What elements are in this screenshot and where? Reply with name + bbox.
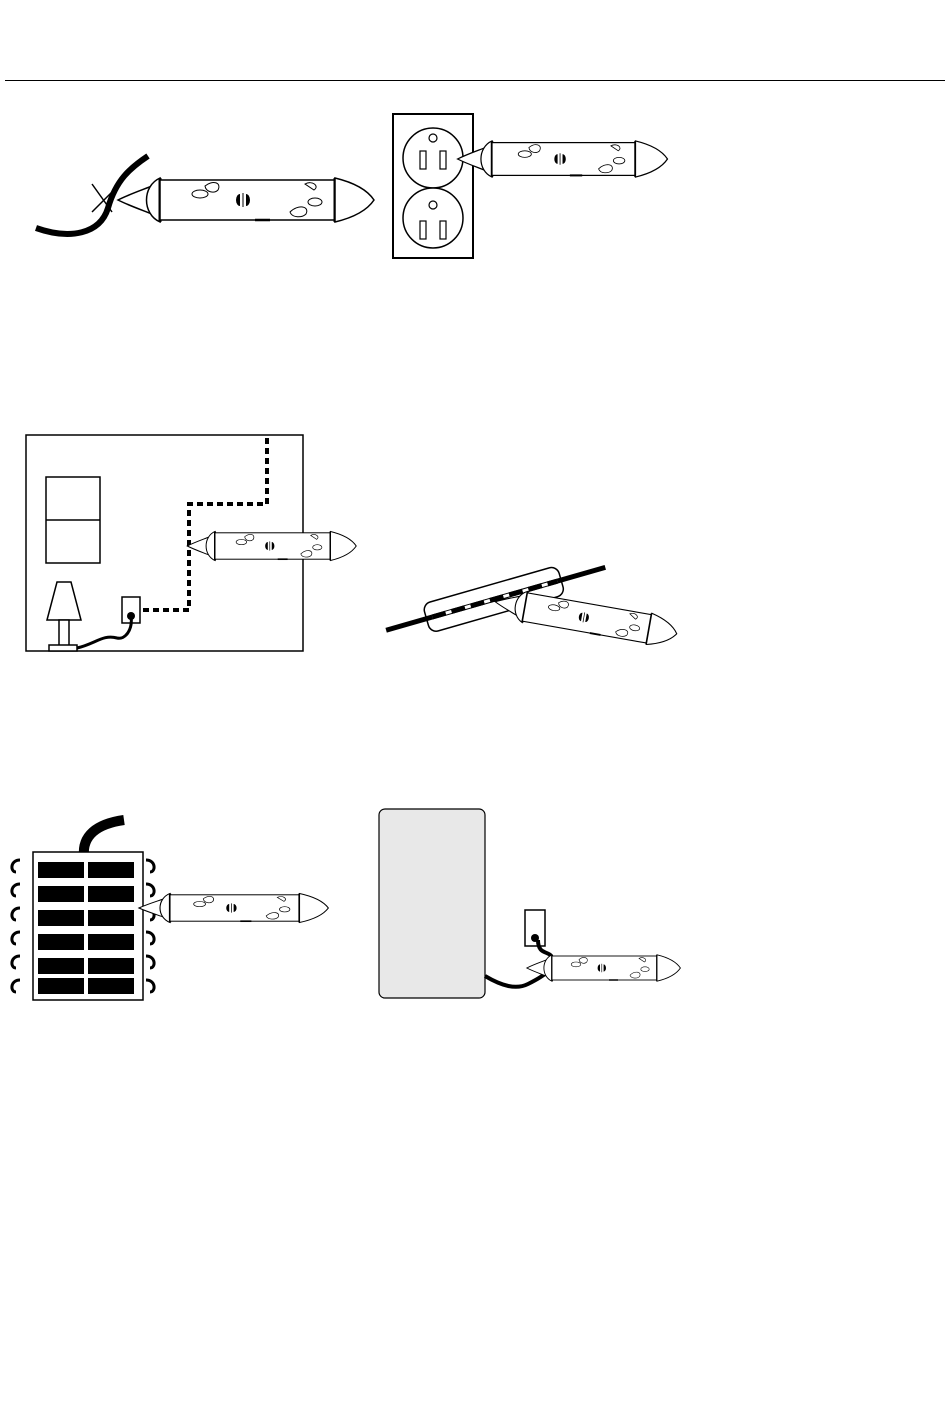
- figure-tester-tracing-wall-wire: [25, 434, 385, 654]
- header-rule: [5, 80, 945, 81]
- figure-tester-along-cable: [385, 545, 705, 665]
- figure-tester-on-wire: [30, 150, 370, 250]
- cable-icon: [385, 545, 705, 665]
- breaker-panel-icon: [6, 816, 336, 1006]
- appliance-icon: [378, 808, 698, 1003]
- figure-tester-on-appliance-cord: [378, 808, 698, 1003]
- voltage-tester-icon: [30, 150, 370, 250]
- figure-tester-in-outlet: [392, 113, 692, 263]
- window-icon: [25, 434, 385, 654]
- duplex-outlet-icon: [392, 113, 692, 263]
- figure-tester-on-breaker-panel: [6, 816, 336, 1006]
